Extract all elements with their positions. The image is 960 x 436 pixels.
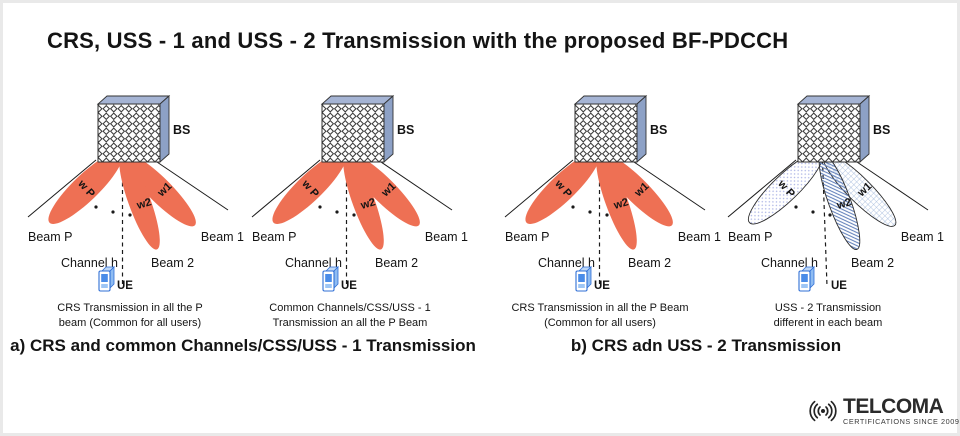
channel-dashed-line [821, 159, 828, 287]
coverage-line-left [251, 159, 321, 218]
caption-line: CRS Transmission in all the P Beam [511, 302, 689, 314]
caption-line: (Common for all users) [544, 316, 656, 329]
beam-p-label: Beam P [28, 230, 72, 244]
logo-tagline: CERTIFICATIONS SINCE 2009 [843, 417, 960, 427]
beam-1 [347, 153, 420, 227]
caption-diagram-3: CRS Transmission in all the P Beam (Comm… [480, 301, 720, 330]
bs-antenna-box [96, 94, 171, 164]
beam-2-weight-label: w2 [134, 196, 152, 212]
bs-antenna-box [796, 94, 871, 164]
diagram-css-uss1-transmission: w P w2 w1 BS Beam P Beam 1 Channel h Bea… [251, 94, 468, 292]
beam-1-label: Beam 1 [201, 230, 244, 244]
beam-1-label: Beam 1 [678, 230, 721, 244]
logo-name: TELCOMA [843, 395, 944, 419]
bs-label: BS [397, 123, 414, 137]
beam-2-label: Beam 2 [628, 256, 671, 270]
ue-label: UE [831, 280, 847, 292]
caption-line: different in each beam [773, 316, 883, 329]
caption-line: USS - 2 Transmission [774, 302, 882, 314]
ue-icon [322, 266, 339, 292]
caption-line: CRS Transmission in all the P [57, 302, 203, 314]
caption-line: Transmission an all the P Beam [272, 316, 428, 329]
signal-waves-icon [809, 400, 837, 422]
figure-title: CRS, USS - 1 and USS - 2 Transmission wi… [47, 28, 789, 53]
beam-2-label: Beam 2 [375, 256, 418, 270]
beam-2-label: Beam 2 [151, 256, 194, 270]
channel-label: Channel h [538, 256, 595, 270]
coverage-line-right [153, 159, 229, 211]
diagram-crs-transmission: w P w2 w1 BS Beam P Beam 1 Channel h Bea… [27, 94, 244, 292]
bs-antenna-box [320, 94, 395, 164]
beam-2-weight-label: w2 [358, 196, 376, 212]
bs-label: BS [173, 123, 190, 137]
beam-2 [119, 153, 160, 250]
beam-p-label: Beam P [505, 230, 549, 244]
ellipsis-dots [94, 205, 132, 217]
bs-antenna-box [573, 94, 648, 164]
coverage-line-left [504, 159, 574, 218]
beam-p-label: Beam P [252, 230, 296, 244]
ue-label: UE [594, 280, 610, 292]
channel-label: Channel h [61, 256, 118, 270]
beam-2-weight-label: w2 [611, 196, 629, 212]
caption-diagram-4: USS - 2 Transmission different in each b… [708, 301, 948, 330]
beam-1-label: Beam 1 [425, 230, 468, 244]
beam-p [272, 152, 347, 224]
beam-2 [596, 153, 637, 250]
channel-label: Channel h [285, 256, 342, 270]
ellipsis-dots [794, 205, 832, 217]
caption-diagram-2: Common Channels/CSS/USS - 1 Transmission… [230, 301, 470, 330]
beam-p [525, 152, 600, 224]
beam-2 [343, 153, 384, 250]
beam-2-label: Beam 2 [851, 256, 894, 270]
caption-diagram-1: CRS Transmission in all the P beam (Comm… [10, 301, 250, 330]
channel-label: Channel h [761, 256, 818, 270]
beam-p [48, 152, 123, 224]
ellipsis-dots [571, 205, 609, 217]
beam-1 [600, 153, 673, 227]
bs-label: BS [873, 123, 890, 137]
coverage-line-right [630, 159, 706, 211]
section-a-label: a) CRS and common Channels/CSS/USS - 1 T… [10, 336, 476, 355]
bs-label: BS [650, 123, 667, 137]
ue-icon [575, 266, 592, 292]
coverage-line-left [27, 159, 97, 218]
ue-label: UE [117, 280, 133, 292]
coverage-line-right [377, 159, 453, 211]
coverage-line-right [853, 159, 929, 211]
beam-1 [123, 153, 196, 227]
logo-text: TELCOMA CERTIFICATIONS SINCE 2009 [843, 396, 959, 425]
beam-1-label: Beam 1 [901, 230, 944, 244]
diagram-crs-transmission-b: w P w2 w1 BS Beam P Beam 1 Channel h Bea… [504, 94, 721, 292]
ellipsis-dots [318, 205, 356, 217]
diagram-uss2-transmission: w P w2 w1 BS Beam P Beam 1 Channel h Bea… [727, 94, 944, 292]
beam-p-label: Beam P [728, 230, 772, 244]
caption-line: Common Channels/CSS/USS - 1 [269, 302, 431, 314]
caption-line: beam (Common for all users) [58, 316, 202, 329]
section-b-label: b) CRS adn USS - 2 Transmission [570, 336, 842, 355]
telcoma-logo: TELCOMA CERTIFICATIONS SINCE 2009 [806, 396, 959, 426]
ue-icon [98, 266, 115, 292]
ue-icon [798, 266, 815, 292]
coverage-line-left [727, 159, 797, 218]
ue-label: UE [341, 280, 357, 292]
beam-2-weight-label: w2 [834, 196, 852, 212]
